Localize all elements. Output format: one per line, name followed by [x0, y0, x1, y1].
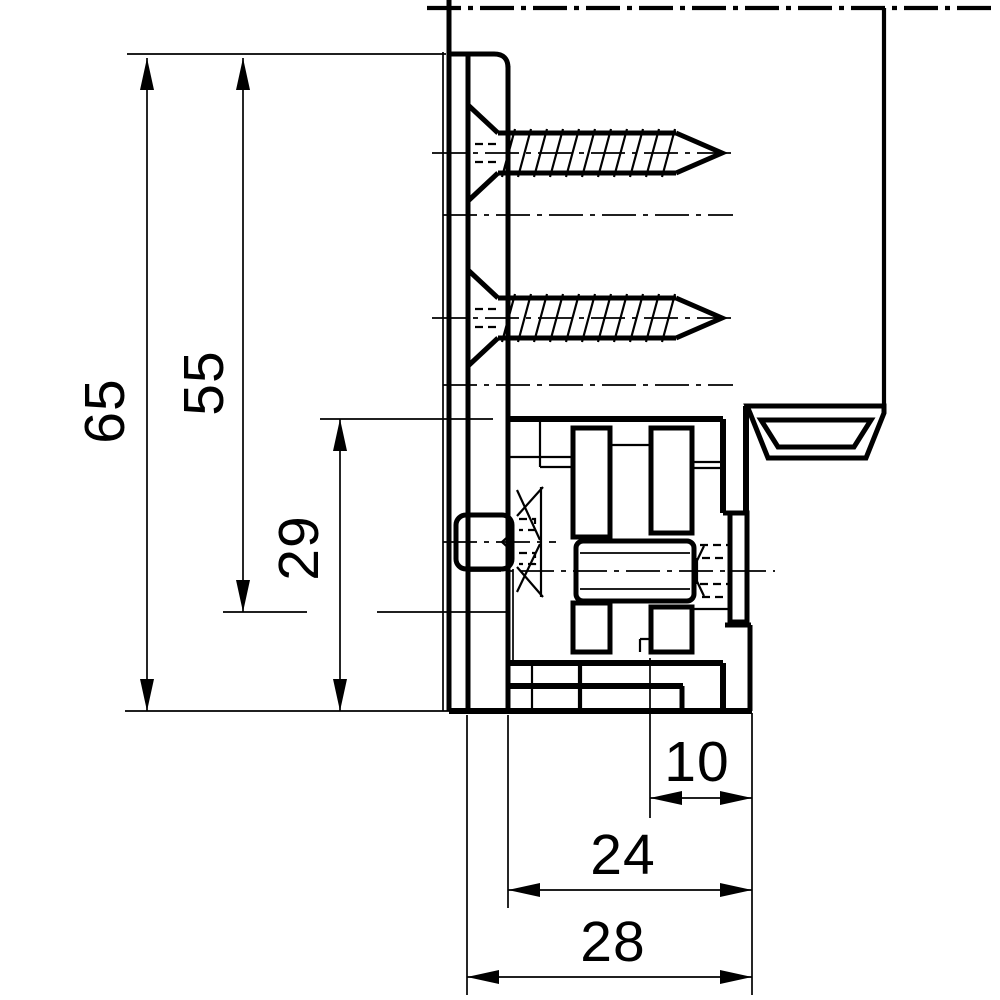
hole-center-lines [443, 214, 733, 386]
wood-screw-top [432, 105, 737, 201]
dim-55-arrow-up [236, 58, 250, 90]
bottom-extension-lines [466, 658, 753, 995]
countersink-inner-cone [516, 489, 541, 593]
housing-outer-right-lower [725, 622, 753, 711]
dim-28-arrow-left [467, 970, 499, 984]
dim-28-arrow-right [720, 970, 752, 984]
upper-clamp-bar-right [648, 425, 695, 536]
dim-10-arrow-left [650, 791, 682, 805]
dim-10-label: 10 [664, 730, 729, 794]
dim-28-label: 28 [580, 910, 645, 974]
dim-29-arrow-up [333, 419, 347, 451]
dim-29-arrow-down [333, 679, 347, 711]
dimension-29: 29 [267, 418, 493, 711]
dim-24-arrow-left [508, 883, 540, 897]
bolt-tip-chevron [500, 531, 514, 553]
dim-55-label: 55 [172, 350, 236, 415]
dimension-24: 24 [508, 823, 752, 897]
spindle-hidden-thread [700, 543, 733, 599]
hook-inner-profile [756, 417, 876, 450]
dimension-55: 55 [172, 58, 307, 613]
spindle-tip-marks [692, 545, 705, 597]
wood-screw-bottom [432, 270, 737, 366]
adjustment-bolt [443, 512, 556, 572]
dim-65-arrow-up [140, 58, 154, 90]
dim-24-arrow-right [720, 883, 752, 897]
hook-rail [743, 403, 887, 461]
dimension-28: 28 [467, 910, 752, 984]
bolt-hidden-thread [519, 517, 537, 566]
dim-24-label: 24 [590, 823, 655, 887]
dim-29-label: 29 [267, 515, 331, 580]
right-end-cap [727, 510, 750, 625]
dim-55-arrow-down [236, 580, 250, 612]
adjustment-housing [508, 406, 753, 711]
dimension-65: 65 [73, 53, 446, 711]
upper-clamp-bar-left [570, 425, 613, 540]
dim-65-label: 65 [73, 378, 137, 443]
dim-10-arrow-right [720, 791, 752, 805]
lower-clamp-bar-right [648, 604, 695, 655]
lower-clamp-bar-left [570, 600, 613, 655]
hook-outer-profile [743, 403, 887, 461]
clamp-step-line [638, 637, 651, 652]
plate-top-edge [449, 51, 511, 69]
adjustment-spindle [467, 538, 775, 604]
countersink-outer-cone [516, 486, 544, 598]
dim-65-arrow-down [140, 679, 154, 711]
dimension-10: 10 [650, 730, 752, 805]
cabinet-panel [427, 0, 992, 711]
